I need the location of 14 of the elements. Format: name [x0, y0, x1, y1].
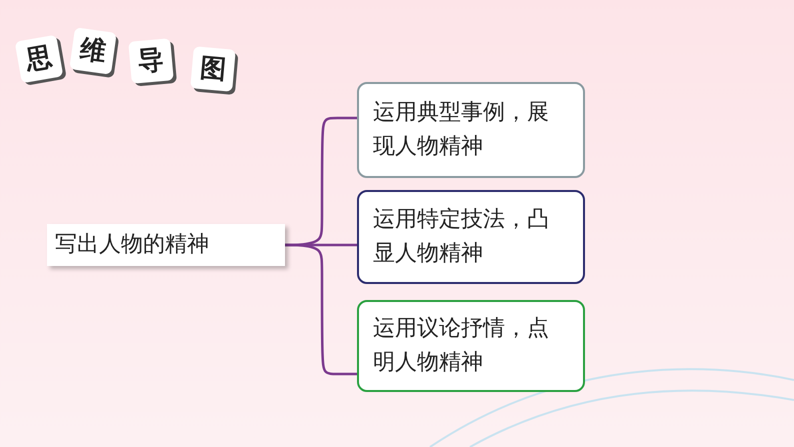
topic-text: 写出人物的精神: [55, 230, 210, 259]
branch-text: 运用特定技法，凸显人物精神: [373, 206, 550, 268]
branch-text: 运用典型事例，展现人物精神: [373, 98, 550, 161]
topic-box: [47, 224, 285, 266]
title-tile: 维: [69, 27, 117, 75]
brace-connector: [285, 116, 357, 246]
title-tile: 思: [14, 34, 64, 84]
brace-connector: [285, 244, 357, 376]
branch-box: [357, 190, 585, 284]
branch-box: [357, 300, 585, 392]
title-tile: 导: [128, 38, 174, 84]
title-tile: 图: [190, 46, 236, 92]
branch-text: 运用议论抒情，点明人物精神: [373, 314, 550, 377]
branch-box: [357, 82, 585, 178]
